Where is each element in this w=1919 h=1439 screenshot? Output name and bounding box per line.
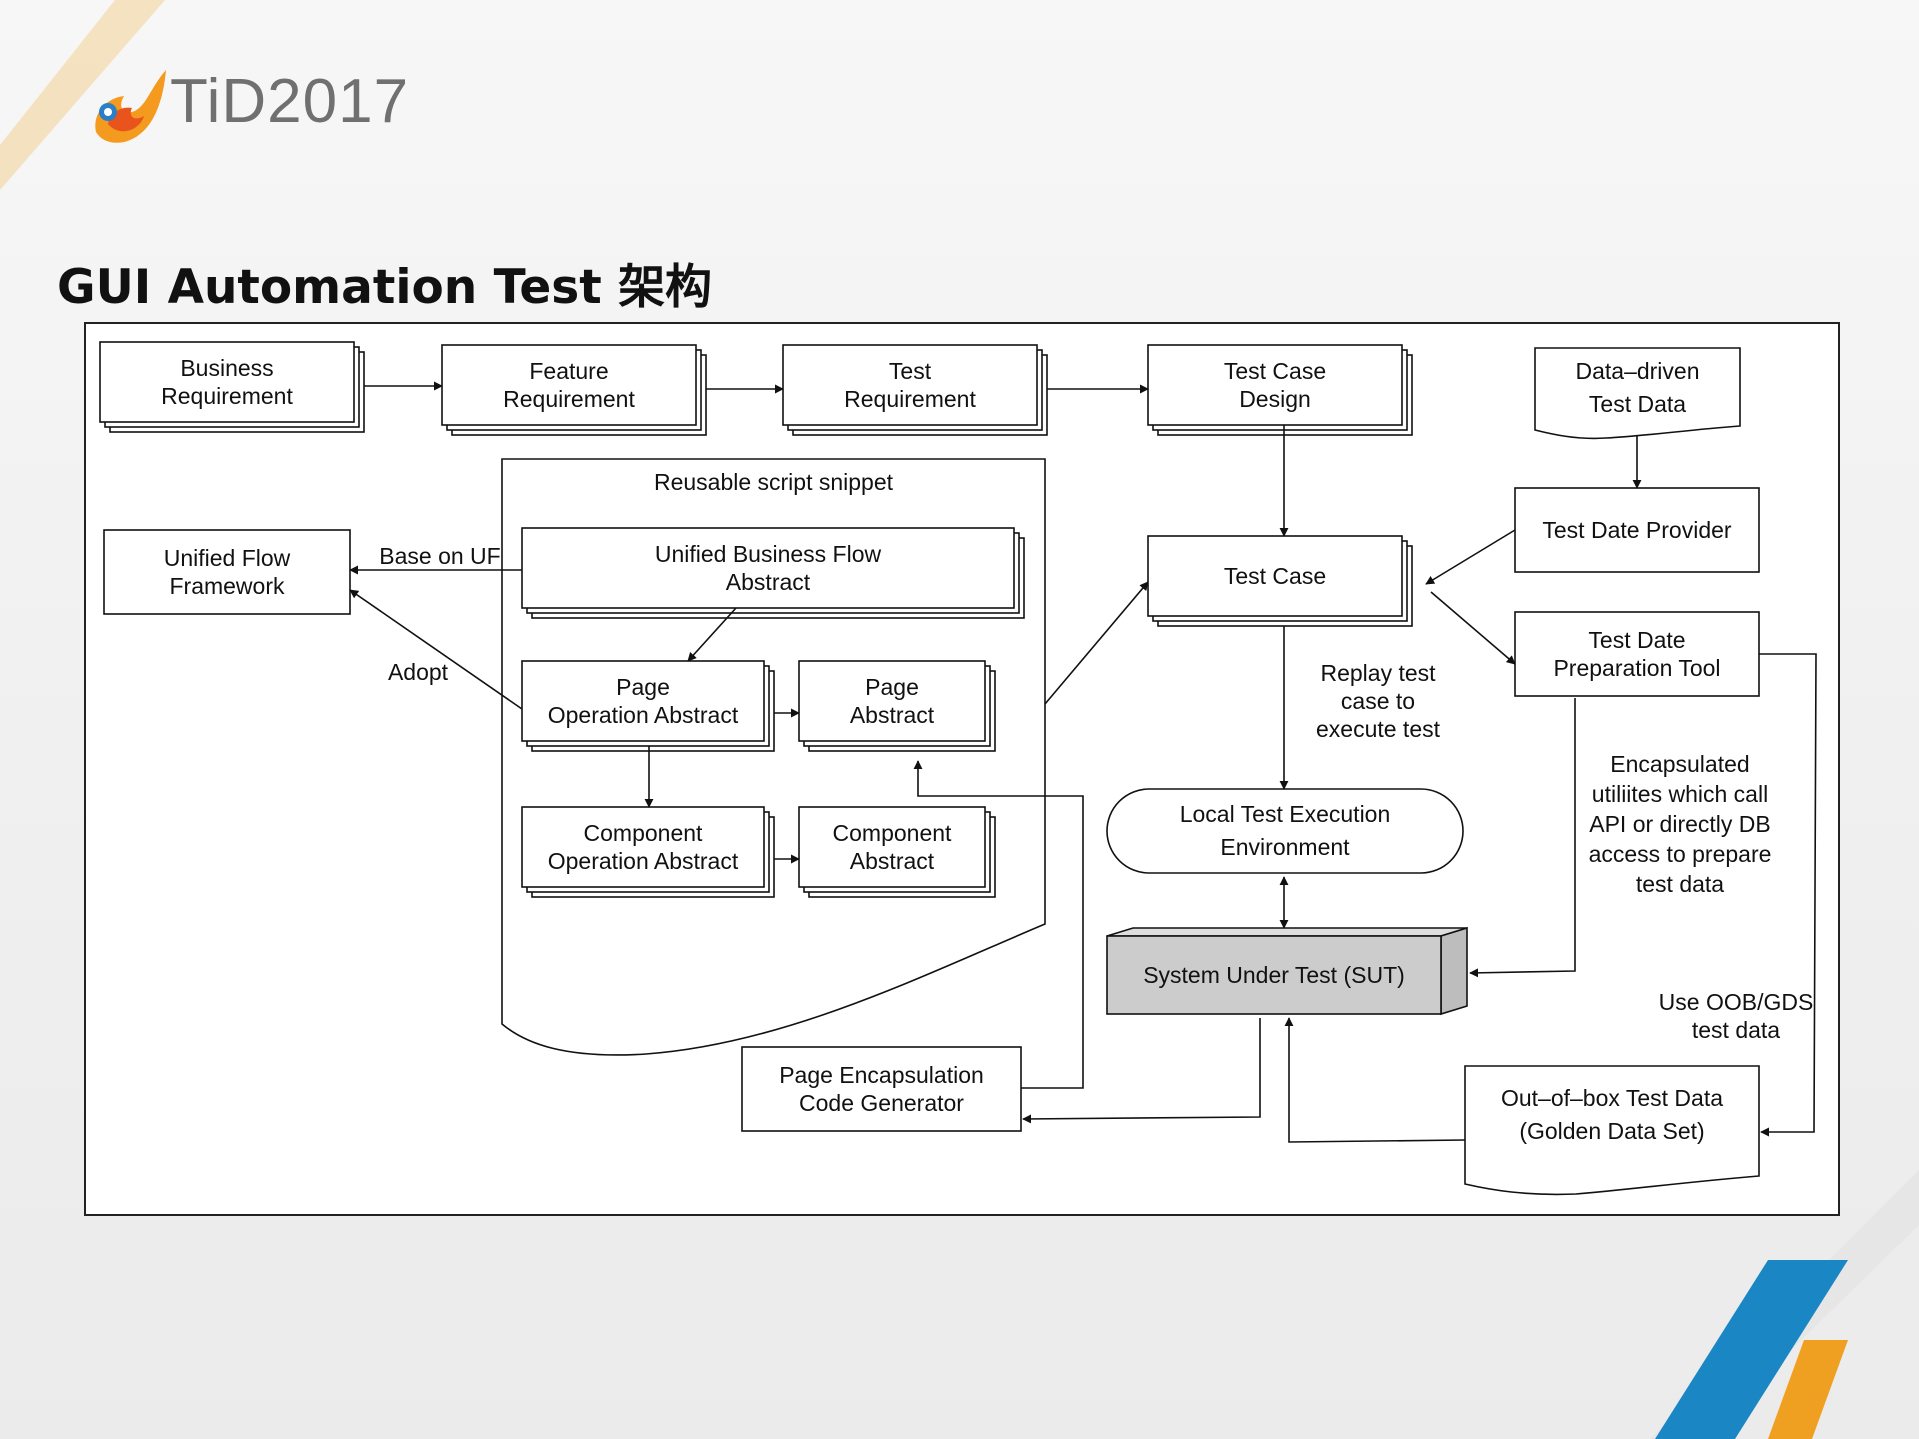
out-of-box-test-data-label: Out–of–box Test Data (Golden Data Set) <box>1500 1085 1724 1144</box>
diagram-frame: Business Requirement Feature Requirement… <box>84 322 1840 1216</box>
replay-test-label: Replay test case to execute test <box>1315 660 1441 742</box>
edge-poa-to-uff <box>349 589 523 710</box>
adopt-label: Adopt <box>387 659 449 685</box>
unified-flow-framework-label: Unified Flow Framework <box>163 545 291 599</box>
system-under-test-label: System Under Test (SUT) <box>1143 962 1405 988</box>
page-operation-abstract-node <box>521 660 775 752</box>
base-on-uf-label: Base on UF <box>379 543 501 569</box>
test-requirement-label: Test Requirement <box>844 358 976 412</box>
reusable-snippet-title: Reusable script snippet <box>653 469 894 495</box>
edge-provider-to-test-case <box>1425 529 1516 585</box>
flame-logo-icon <box>95 70 166 143</box>
test-date-preparation-tool-label: Test Date Preparation Tool <box>1553 627 1721 681</box>
out-of-box-test-data-node <box>1464 1065 1760 1196</box>
component-operation-abstract-node <box>521 806 775 898</box>
test-case-label: Test Case <box>1223 563 1327 589</box>
slide-title: GUI Automation Test 架构 <box>57 260 713 315</box>
edge-prep-tool-to-oob <box>1759 653 1817 1137</box>
edge-generator-to-page-abstract <box>913 760 1084 1089</box>
component-abstract-label: Component Abstract <box>832 820 952 874</box>
architecture-diagram <box>99 341 1817 1196</box>
unified-flow-framework-node <box>103 529 351 615</box>
test-case-node <box>1147 535 1413 627</box>
tid2017-logo: TiD2017 <box>88 58 418 158</box>
page-abstract-label: Page Abstract <box>849 674 935 728</box>
edge-oob-to-sut <box>1284 1017 1466 1143</box>
data-driven-test-data-node <box>1534 347 1741 440</box>
test-requirement-node <box>782 344 1048 436</box>
data-driven-test-data-label: Data–driven Test Data <box>1575 358 1700 417</box>
test-case-design-node <box>1147 344 1413 436</box>
business-requirement-node <box>99 341 365 433</box>
encapsulated-utilities-label: Encapsulated utiliites which call API or… <box>1588 751 1772 897</box>
page-encapsulation-code-generator-label: Page Encapsulation Code Generator <box>779 1062 984 1116</box>
test-date-preparation-tool-node <box>1514 611 1760 697</box>
edge-prep-tool-to-sut <box>1469 698 1576 978</box>
edge-sut-to-generator <box>1022 1018 1261 1124</box>
edge-snippet-to-test-case <box>1044 581 1149 705</box>
test-date-provider-label: Test Date Provider <box>1542 517 1732 543</box>
page-operation-abstract-label: Page Operation Abstract <box>547 674 739 728</box>
component-abstract-node <box>798 806 996 898</box>
feature-requirement-label: Feature Requirement <box>503 358 635 412</box>
edge-ubf-to-poa <box>687 607 737 662</box>
edge-test-case-to-prep-tool <box>1430 591 1516 665</box>
page-abstract-node <box>798 660 996 752</box>
page-encapsulation-code-generator-node <box>741 1046 1022 1132</box>
unified-business-flow-abstract-label: Unified Business Flow Abstract <box>654 541 882 595</box>
system-under-test-node <box>1106 926 1468 1016</box>
use-oob-gds-label: Use OOB/GDS test data <box>1658 989 1814 1043</box>
local-test-execution-environment-label: Local Test Execution Environment <box>1179 801 1391 860</box>
component-operation-abstract-label: Component Operation Abstract <box>547 820 739 874</box>
test-case-design-label: Test Case Design <box>1223 358 1327 412</box>
feature-requirement-node <box>441 344 707 436</box>
unified-business-flow-abstract-node <box>521 527 1025 619</box>
logo-text: TiD2017 <box>170 67 410 136</box>
business-requirement-label: Business Requirement <box>161 355 293 409</box>
